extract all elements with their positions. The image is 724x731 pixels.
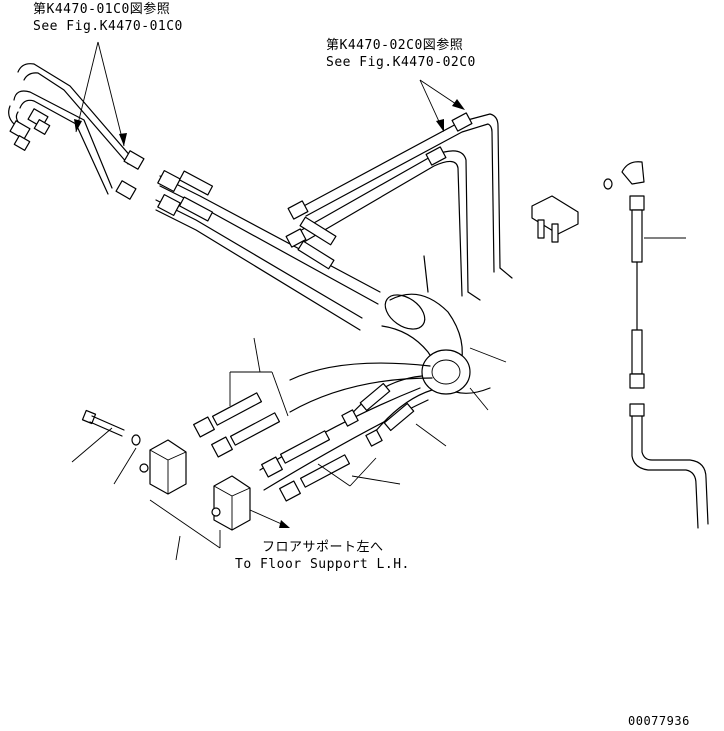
upper-right-tubes <box>285 112 513 301</box>
destination-label-jp: フロアサポート左へ <box>262 540 384 555</box>
ref-right-leaders <box>419 79 465 132</box>
hose-protector-sleeve <box>381 255 471 395</box>
ref-label-left-en: See Fig.K4470-01C0 <box>33 19 183 34</box>
ref-label-right-jp: 第K4470-02C0図参照 <box>326 37 463 53</box>
right-pipe-assembly <box>531 161 709 529</box>
callout-leaders <box>71 237 686 561</box>
washer <box>131 434 141 446</box>
upper-left-fittings <box>9 108 145 200</box>
mounting-blocks <box>139 439 251 531</box>
ref-label-left-jp: 第K4470-01C0図参照 <box>33 1 170 17</box>
bolt <box>81 409 125 437</box>
ref-label-right-en: See Fig.K4470-02C0 <box>326 55 476 70</box>
ref-left-leaders <box>74 41 127 147</box>
drawing-number: 00077936 <box>628 714 690 728</box>
destination-label-en: To Floor Support L.H. <box>235 557 410 572</box>
lower-fittings <box>193 382 415 502</box>
